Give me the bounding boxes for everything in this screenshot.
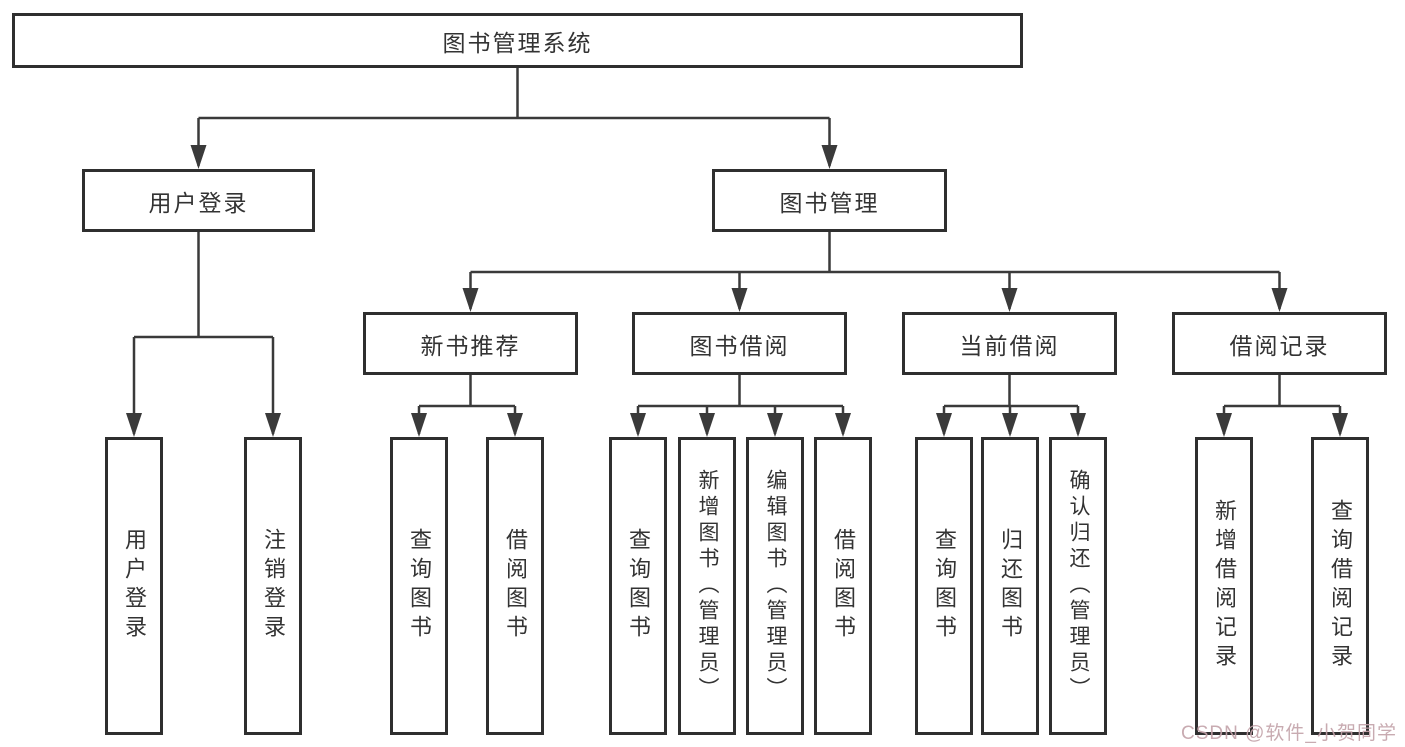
node-new-book-recommend: 新书推荐 xyxy=(363,312,578,375)
leaf-confirm-return-admin-label: 确认归还（管理员） xyxy=(1067,469,1090,703)
node-current-borrow-label: 当前借阅 xyxy=(959,332,1060,359)
leaf-query-books-3-label: 查询图书 xyxy=(932,528,957,644)
node-root-label: 图书管理系统 xyxy=(442,29,593,56)
leaf-user-login: 用户登录 xyxy=(105,437,163,735)
connector-new-book-recommend-to-leaves xyxy=(417,375,517,434)
node-book-borrow: 图书借阅 xyxy=(632,312,847,375)
connector-root-to-level2 xyxy=(197,68,831,166)
leaf-return-book: 归还图书 xyxy=(981,437,1039,735)
node-user-login-label: 用户登录 xyxy=(148,189,249,216)
arrowheads-borrow-records-leaves xyxy=(1216,413,1348,437)
leaf-query-books-3: 查询图书 xyxy=(915,437,973,735)
leaf-logout: 注销登录 xyxy=(244,437,302,735)
node-book-management: 图书管理 xyxy=(712,169,947,232)
leaf-borrow-books-1: 借阅图书 xyxy=(486,437,544,735)
connector-book-borrow-to-leaves xyxy=(636,375,845,434)
leaf-add-book-admin-label: 新增图书（管理员） xyxy=(696,469,719,703)
connector-user-login-to-leaves xyxy=(132,232,275,434)
node-current-borrow: 当前借阅 xyxy=(902,312,1117,375)
leaf-confirm-return-admin: 确认归还（管理员） xyxy=(1049,437,1107,735)
leaf-add-book-admin: 新增图书（管理员） xyxy=(678,437,736,735)
leaf-borrow-books-1-label: 借阅图书 xyxy=(503,528,528,644)
arrowheads-book-borrow-leaves xyxy=(630,413,851,437)
node-user-login: 用户登录 xyxy=(82,169,315,232)
arrowheads-level3 xyxy=(462,288,1288,312)
leaf-query-borrow-record: 查询借阅记录 xyxy=(1311,437,1369,735)
leaf-add-borrow-record-label: 新增借阅记录 xyxy=(1212,499,1237,673)
leaf-query-books-1: 查询图书 xyxy=(390,437,448,735)
leaf-query-books-2: 查询图书 xyxy=(609,437,667,735)
node-borrow-records: 借阅记录 xyxy=(1172,312,1387,375)
leaf-query-books-1-label: 查询图书 xyxy=(407,528,432,644)
connector-book-management-to-level3 xyxy=(469,232,1281,309)
leaf-logout-label: 注销登录 xyxy=(261,528,286,644)
node-borrow-records-label: 借阅记录 xyxy=(1229,332,1330,359)
leaf-query-books-2-label: 查询图书 xyxy=(626,528,651,644)
leaf-user-login-label: 用户登录 xyxy=(122,528,147,644)
arrowheads-level2 xyxy=(190,145,838,169)
leaf-return-book-label: 归还图书 xyxy=(998,528,1023,644)
leaf-query-borrow-record-label: 查询借阅记录 xyxy=(1328,499,1353,673)
watermark: CSDN @软件_小贺同学 xyxy=(1181,723,1397,744)
leaf-edit-book-admin-label: 编辑图书（管理员） xyxy=(764,469,787,703)
node-book-management-label: 图书管理 xyxy=(779,189,880,216)
leaf-borrow-books-2: 借阅图书 xyxy=(814,437,872,735)
node-book-borrow-label: 图书借阅 xyxy=(689,332,790,359)
leaf-add-borrow-record: 新增借阅记录 xyxy=(1195,437,1253,735)
arrowheads-user-login-leaves xyxy=(126,413,281,437)
leaf-edit-book-admin: 编辑图书（管理员） xyxy=(746,437,804,735)
node-new-book-recommend-label: 新书推荐 xyxy=(420,332,521,359)
connector-borrow-records-to-leaves xyxy=(1222,375,1342,434)
leaf-borrow-books-2-label: 借阅图书 xyxy=(831,528,856,644)
arrowheads-new-book-recommend-leaves xyxy=(411,413,523,437)
arrowheads-current-borrow-leaves xyxy=(936,413,1086,437)
node-root: 图书管理系统 xyxy=(12,13,1023,68)
